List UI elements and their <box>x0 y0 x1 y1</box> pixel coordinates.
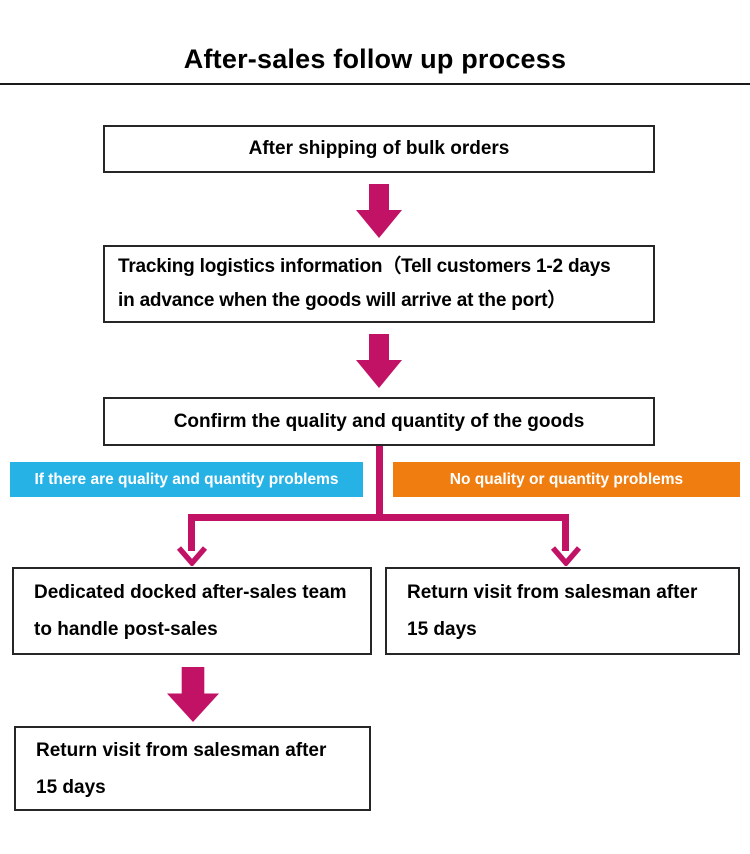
flow-step-return-visit-line1: Return visit from salesman after <box>407 582 698 603</box>
connector-drop-right <box>562 514 569 551</box>
flow-step-tracking-line2: in advance when the goods will arrive at… <box>118 290 567 311</box>
flow-step-return-visit-final: Return visit from salesman after 15 days <box>14 726 371 811</box>
branch-label-no-problems: No quality or quantity problems <box>393 462 740 497</box>
connector-drop-left <box>188 514 195 551</box>
branch-label-problems: If there are quality and quantity proble… <box>10 462 363 497</box>
arrowhead-down-left-icon <box>176 546 208 566</box>
flow-step-tracking-line1: Tracking logistics information（Tell cust… <box>118 256 611 277</box>
flow-step-aftersales-team-line1: Dedicated docked after-sales team <box>34 582 347 603</box>
flow-step-return-visit-final-line2: 15 days <box>36 776 106 798</box>
flow-step-confirm-label: Confirm the quality and quantity of the … <box>173 410 585 432</box>
arrowhead-down-right-icon <box>550 546 582 566</box>
flow-step-aftersales-team: Dedicated docked after-sales team to han… <box>12 567 372 655</box>
branch-label-problems-text: If there are quality and quantity proble… <box>34 470 339 488</box>
flow-step-shipping-label: After shipping of bulk orders <box>248 138 510 159</box>
flow-step-return-visit-final-line1: Return visit from salesman after <box>36 739 327 761</box>
flow-step-confirm: Confirm the quality and quantity of the … <box>103 397 655 446</box>
flow-step-shipping: After shipping of bulk orders <box>103 125 655 173</box>
down-arrow-icon <box>356 334 402 388</box>
connector-stem <box>376 446 383 521</box>
page-title: After-sales follow up process <box>183 44 567 74</box>
flow-step-aftersales-team-line2: to handle post-sales <box>34 619 218 640</box>
flow-step-return-visit: Return visit from salesman after 15 days <box>385 567 740 655</box>
branch-label-no-problems-text: No quality or quantity problems <box>449 470 684 488</box>
title-divider <box>0 83 750 85</box>
flow-step-return-visit-line2: 15 days <box>407 619 477 640</box>
down-arrow-icon <box>167 667 219 722</box>
down-arrow-icon <box>356 184 402 238</box>
connector-bar <box>188 514 569 521</box>
flow-step-tracking: Tracking logistics information（Tell cust… <box>103 245 655 323</box>
